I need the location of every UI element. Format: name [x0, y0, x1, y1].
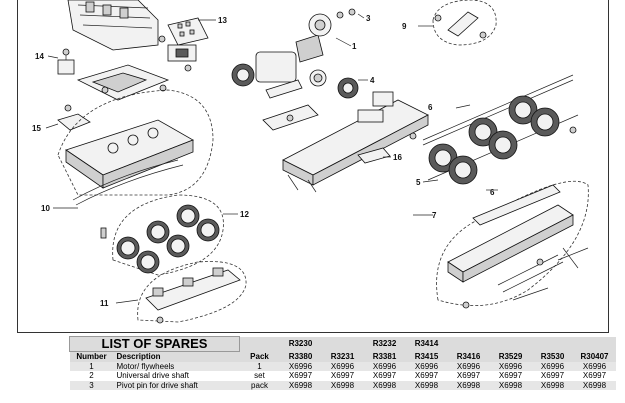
model-bottom-2: R3231	[321, 351, 364, 362]
row-code: X6998	[531, 380, 574, 390]
row-code: X6996	[489, 361, 532, 371]
row-code: X6998	[363, 380, 406, 390]
model-top-1: R3230	[279, 336, 322, 352]
callout-6b: 6	[490, 188, 495, 197]
row-number: 2	[69, 371, 114, 381]
row-code: X6998	[321, 380, 364, 390]
row-code: X6998	[405, 380, 448, 390]
model-top-4: R3414	[405, 336, 448, 352]
motor-assembly	[231, 8, 356, 87]
bracket-part	[432, 0, 497, 46]
model-top-8	[573, 336, 616, 352]
model-bottom-5: R3416	[447, 351, 490, 362]
table-row: 1 Motor/ flywheels 1 X6996 X6996 X6996 X…	[69, 361, 616, 371]
header-number: Number	[69, 351, 114, 362]
callout-15: 15	[32, 124, 41, 133]
row-code: X6996	[531, 361, 574, 371]
row-pack: 1	[239, 361, 280, 371]
exploded-view-drawing: 1 3 4 5 6 6 7 9 10 11 12 13 14 15 16	[32, 0, 589, 324]
model-bottom-4: R3415	[405, 351, 448, 362]
row-code: X6997	[279, 371, 322, 381]
callout-13: 13	[218, 16, 227, 25]
table-row: 3 Pivot pin for drive shaft pack X6998 X…	[69, 380, 616, 390]
bogie-part	[137, 261, 247, 324]
callout-9: 9	[402, 22, 407, 31]
exploded-parts-diagram: 1 3 4 5 6 6 7 9 10 11 12 13 14 15 16	[17, 0, 609, 333]
model-top-2	[321, 336, 364, 352]
row-code: X6997	[489, 371, 532, 381]
row-code: X6997	[405, 371, 448, 381]
circuit-board-part	[158, 17, 209, 72]
row-description: Motor/ flywheels	[113, 361, 240, 371]
model-bottom-7: R3530	[531, 351, 574, 362]
leader-lines	[45, 13, 498, 304]
model-top-6	[489, 336, 532, 352]
header-pack: Pack	[239, 351, 280, 362]
row-code: X6996	[279, 361, 322, 371]
mount-part	[57, 104, 91, 131]
callout-14: 14	[35, 52, 44, 61]
model-top-5	[447, 336, 490, 352]
callout-11: 11	[100, 299, 109, 308]
gear-part	[309, 69, 359, 99]
callout-6a: 6	[428, 103, 433, 112]
row-description: Universal drive shaft	[113, 371, 240, 381]
tender-chassis	[436, 180, 589, 309]
callout-4: 4	[370, 76, 375, 85]
model-bottom-1: R3380	[279, 351, 322, 362]
callout-16: 16	[393, 153, 402, 162]
chassis-part	[57, 89, 214, 206]
callout-7: 7	[432, 211, 437, 220]
row-code: X6996	[447, 361, 490, 371]
row-code: X6998	[489, 380, 532, 390]
row-code: X6998	[447, 380, 490, 390]
model-bottom-8: R30407	[573, 351, 616, 362]
model-top-3: R3232	[363, 336, 406, 352]
row-code: X6997	[573, 371, 616, 381]
row-code: X6997	[363, 371, 406, 381]
driving-wheels-right	[409, 74, 579, 185]
callout-3: 3	[366, 14, 371, 23]
callout-labels: 1 3 4 5 6 6 7 9 10 11 12 13 14 15 16	[32, 14, 495, 308]
small-block-part	[57, 48, 75, 75]
row-code: X6997	[321, 371, 364, 381]
row-pack: pack	[239, 380, 280, 390]
body-shell	[67, 0, 159, 51]
row-code: X6997	[447, 371, 490, 381]
row-description: Pivot pin for drive shaft	[113, 380, 240, 390]
callout-1: 1	[352, 42, 357, 51]
row-code: X6996	[321, 361, 364, 371]
row-code: X6996	[363, 361, 406, 371]
row-pack: set	[239, 371, 280, 381]
callout-5: 5	[416, 178, 421, 187]
row-number: 1	[69, 361, 114, 371]
small-plate-part	[357, 147, 391, 164]
driving-wheels-left	[100, 194, 224, 276]
list-of-spares-table: LIST OF SPARES R3230 R3232 R3414 Number …	[69, 336, 616, 390]
callout-10: 10	[41, 204, 50, 213]
row-code: X6996	[405, 361, 448, 371]
model-top-7	[531, 336, 574, 352]
brush-housing-part	[262, 79, 319, 131]
row-number: 3	[69, 380, 114, 390]
loco-frame	[282, 91, 429, 193]
table-title: LIST OF SPARES	[69, 336, 240, 352]
row-code: X6997	[531, 371, 574, 381]
model-bottom-3: R3381	[363, 351, 406, 362]
table-row: 2 Universal drive shaft set X6997 X6997 …	[69, 371, 616, 381]
row-code: X6998	[573, 380, 616, 390]
weight-part	[76, 64, 170, 101]
callout-12: 12	[240, 210, 249, 219]
model-bottom-6: R3529	[489, 351, 532, 362]
header-description: Description	[113, 351, 240, 362]
row-code: X6996	[573, 361, 616, 371]
row-code: X6998	[279, 380, 322, 390]
